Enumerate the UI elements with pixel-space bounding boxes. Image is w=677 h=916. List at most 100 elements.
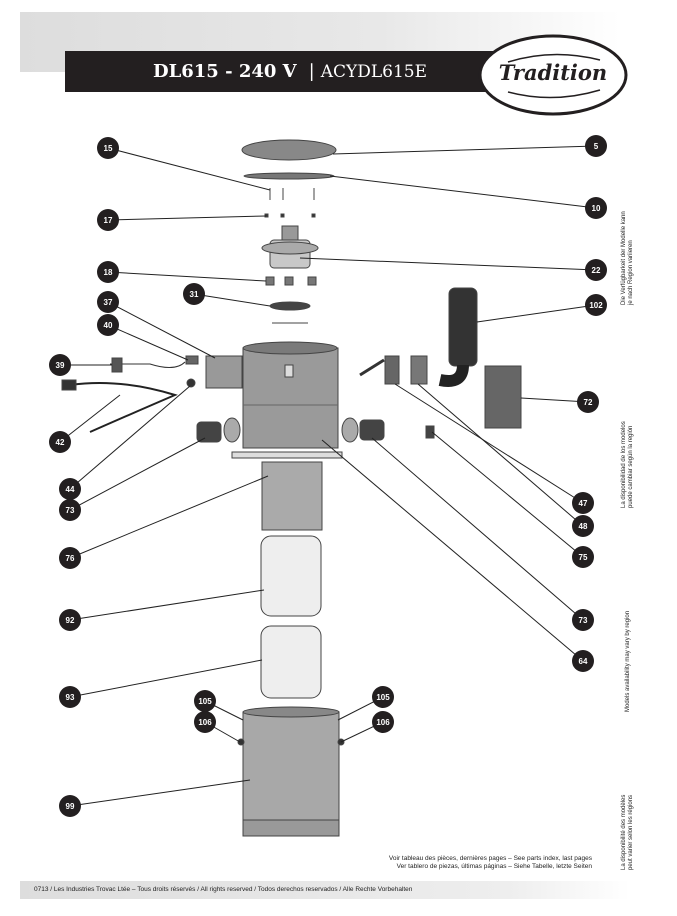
callout-label: 73: [579, 616, 588, 625]
note-line: Voir tableau des pièces, dernières pages…: [388, 855, 592, 862]
canister: [242, 711, 340, 837]
leader-line: [69, 589, 265, 621]
filter-cage: [261, 461, 323, 531]
callout-label: 64: [579, 657, 588, 666]
callout-bubble: [572, 492, 594, 514]
footer-copyright: 0713 / Les Industries Trovac Ltée – Tous…: [20, 881, 630, 899]
callout-label: 44: [66, 485, 75, 494]
leader-line: [107, 324, 189, 361]
brand-name: Tradition: [498, 60, 608, 85]
motor-housing: [242, 347, 339, 449]
callout-label: 99: [66, 802, 75, 811]
note-line: peut varier selon les régions: [628, 794, 634, 870]
leader-line: [107, 271, 267, 282]
callout-label: 22: [592, 266, 601, 275]
gasket: [243, 172, 335, 180]
leader-line: [107, 301, 216, 359]
leader-line: [107, 215, 267, 221]
callout-label: 106: [376, 718, 390, 727]
callout-bubble: [572, 515, 594, 537]
callout-bubble: [585, 259, 607, 281]
leader-line: [394, 383, 584, 504]
callout-label: 10: [592, 204, 601, 213]
callout-bubble: [97, 261, 119, 283]
callout-bubble: [97, 137, 119, 159]
callout-label: 76: [66, 554, 75, 563]
callout-label: 47: [579, 499, 588, 508]
leader-line: [431, 431, 584, 558]
callout-bubble: [49, 431, 71, 453]
note-line: Models availability may vary by region: [625, 610, 631, 712]
callout-label: 93: [66, 693, 75, 702]
callout-bubble: [572, 650, 594, 672]
callout-bubble: [59, 609, 81, 631]
availability-note-english: Models availability may vary by region: [625, 611, 632, 712]
callout-bubble: [59, 478, 81, 500]
model-title: DL615 - 240 V: [152, 61, 297, 82]
lid: [241, 139, 337, 161]
callout-label: 15: [104, 144, 113, 153]
callout-bubble: [585, 197, 607, 219]
leader-line: [329, 175, 597, 209]
callout-bubble: [97, 314, 119, 336]
leader-line: [299, 257, 597, 271]
part-code: ACYDL615E: [320, 61, 428, 82]
callout-label: 106: [198, 718, 212, 727]
leader-line: [59, 394, 121, 443]
callout-bubble: [372, 711, 394, 733]
callout-bubble: [585, 294, 607, 316]
note-line: La disponibilidad de los modelos: [621, 421, 627, 508]
note-line: Die Verfügbarkeit der Modelle kann: [621, 211, 627, 305]
callout-bubble: [59, 499, 81, 521]
callout-bubble: [183, 283, 205, 305]
leader-line: [107, 147, 271, 191]
callout-label: 17: [104, 216, 113, 225]
note-line: puede cambiar según la región: [628, 425, 634, 508]
leader-line: [476, 304, 597, 323]
callout-label: 72: [584, 398, 593, 407]
leader-line: [417, 383, 584, 527]
leader-line: [69, 437, 206, 511]
callout-label: 31: [190, 290, 199, 299]
callout-bubble: [372, 686, 394, 708]
leader-line: [321, 439, 584, 662]
callout-label: 105: [376, 693, 390, 702]
availability-note-german: Die Verfügbarkeit der Modelle kann je na…: [621, 211, 635, 305]
parts-index-note: Voir tableau des pièces, dernières pages…: [389, 855, 592, 871]
callout-label: 73: [66, 506, 75, 515]
muffler: [448, 287, 478, 367]
callout-label: 40: [104, 321, 113, 330]
leader-line: [371, 437, 584, 621]
note-line: Ver tablero de piezas, últimas páginas –…: [396, 863, 592, 870]
leader-line: [69, 779, 251, 807]
title-separator: |: [308, 61, 315, 82]
leader-line: [520, 397, 589, 403]
filter: [260, 625, 322, 699]
callout-bubble: [577, 391, 599, 413]
availability-note-spanish: La disponibilidad de los modelos puede c…: [621, 421, 635, 508]
leader-line: [69, 475, 269, 559]
callout-bubble: [585, 135, 607, 157]
callout-bubble: [572, 546, 594, 568]
title-bar: DL615 - 240 V | ACYDL615E: [65, 51, 515, 92]
leader-line: [69, 385, 191, 490]
callout-label: 105: [198, 697, 212, 706]
callout-label: 48: [579, 522, 588, 531]
callout-bubble: [59, 795, 81, 817]
callout-label: 39: [56, 361, 65, 370]
note-line: La disponibilité des modèles: [621, 794, 627, 870]
callout-bubble: [572, 609, 594, 631]
callout-bubble: [59, 547, 81, 569]
callout-bubble: [97, 209, 119, 231]
callout-label: 75: [579, 553, 588, 562]
callout-label: 37: [104, 298, 113, 307]
leader-line: [193, 293, 271, 307]
callout-bubble: [49, 354, 71, 376]
leader-line: [332, 145, 597, 155]
callout-label: 92: [66, 616, 75, 625]
callout-bubble: [59, 686, 81, 708]
callout-bubble: [194, 690, 216, 712]
callout-label: 102: [589, 301, 603, 310]
callout-bubble: [194, 711, 216, 733]
